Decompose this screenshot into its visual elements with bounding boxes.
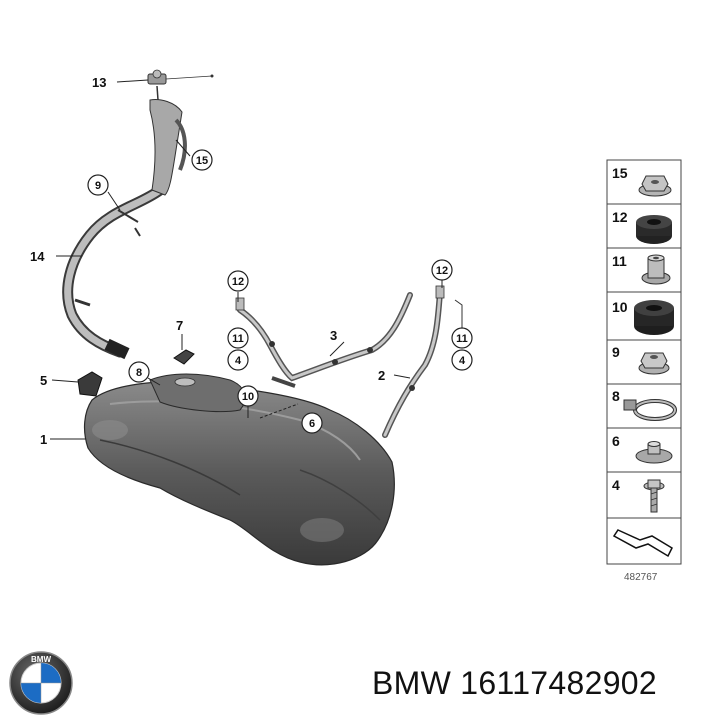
callout-1: 1 bbox=[40, 432, 47, 447]
callout-4-right: 4 bbox=[451, 349, 473, 371]
legend-item-6: 6 bbox=[612, 433, 673, 464]
legend-item-9: 9 bbox=[612, 344, 670, 375]
bmw-logo: BMW bbox=[9, 651, 73, 715]
svg-text:12: 12 bbox=[436, 265, 448, 277]
callout-15: 15 bbox=[191, 149, 213, 171]
svg-text:10: 10 bbox=[242, 391, 254, 403]
svg-text:8: 8 bbox=[136, 367, 142, 379]
arrow-icon bbox=[612, 529, 673, 558]
legend-item-15: 15 bbox=[612, 165, 672, 197]
legend-item-8: 8 bbox=[612, 388, 677, 421]
svg-text:6: 6 bbox=[309, 418, 315, 430]
svg-text:15: 15 bbox=[196, 155, 208, 167]
svg-text:4: 4 bbox=[612, 477, 620, 493]
callout-9: 9 bbox=[87, 174, 109, 196]
fuel-cap bbox=[147, 69, 214, 101]
svg-text:9: 9 bbox=[612, 344, 620, 360]
callout-12-left: 12 bbox=[227, 270, 249, 292]
legend-item-12: 12 bbox=[612, 209, 672, 244]
callout-4-left: 4 bbox=[227, 349, 249, 371]
svg-text:4: 4 bbox=[235, 355, 242, 367]
callout-2: 2 bbox=[378, 368, 385, 383]
svg-text:15: 15 bbox=[612, 165, 628, 181]
svg-text:11: 11 bbox=[612, 253, 627, 269]
hardware-legend: 15 12 11 10 bbox=[606, 159, 682, 583]
callout-6: 6 bbox=[301, 412, 323, 434]
legend-item-4: 4 bbox=[612, 477, 665, 513]
svg-text:11: 11 bbox=[456, 333, 468, 345]
callout-14: 14 bbox=[30, 249, 45, 264]
callout-8: 8 bbox=[128, 361, 150, 383]
part-number-caption: BMW 16117482902 bbox=[372, 665, 657, 701]
svg-text:12: 12 bbox=[612, 209, 628, 225]
callout-12-right: 12 bbox=[431, 259, 453, 281]
callout-10: 10 bbox=[237, 385, 259, 407]
filler-pipe bbox=[62, 99, 187, 360]
svg-text:10: 10 bbox=[612, 299, 628, 315]
leader-lines bbox=[50, 79, 443, 440]
callout-7: 7 bbox=[176, 318, 183, 333]
tank-strap-2 bbox=[382, 285, 463, 438]
callout-13: 13 bbox=[92, 75, 106, 90]
pad-part-5 bbox=[77, 371, 103, 397]
svg-text:6: 6 bbox=[612, 433, 620, 449]
callout-3: 3 bbox=[330, 328, 337, 343]
svg-text:8: 8 bbox=[612, 388, 620, 404]
svg-text:4: 4 bbox=[459, 355, 466, 367]
callout-11-left: 11 bbox=[227, 327, 249, 349]
svg-text:BMW: BMW bbox=[31, 655, 51, 664]
svg-text:9: 9 bbox=[95, 180, 101, 192]
legend-item-10: 10 bbox=[612, 299, 674, 335]
reference-number: 482767 bbox=[624, 572, 658, 583]
callout-11-right: 11 bbox=[451, 327, 473, 349]
fuel-tank bbox=[83, 373, 395, 566]
callout-5: 5 bbox=[40, 373, 47, 388]
tank-strap-3 bbox=[235, 292, 413, 388]
svg-text:11: 11 bbox=[232, 333, 244, 345]
pad-part-7 bbox=[173, 349, 195, 365]
legend-item-11: 11 bbox=[612, 253, 671, 285]
svg-text:12: 12 bbox=[232, 276, 244, 288]
